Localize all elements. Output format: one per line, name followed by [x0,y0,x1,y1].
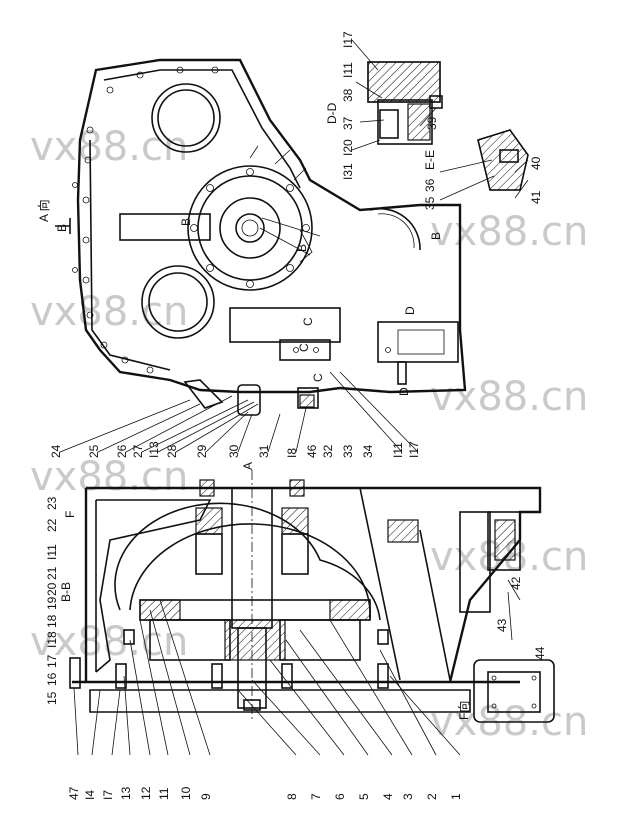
section-b-label-2: B [179,218,193,226]
dd-callout-i20: I20 [341,139,355,156]
callout-2: 2 [425,793,439,800]
callout-7: 7 [309,793,323,800]
callout-25: 25 [87,444,101,458]
bb-callout-20: 20 [45,582,59,596]
top-view-callouts: 24 25 26 27 I13 28 29 30 A 31 I8 46 32 3… [49,441,421,470]
section-d-label-2: D [397,387,411,396]
callout-i17: I17 [407,441,421,458]
right-leaders [507,579,521,641]
section-c-label-3: C [311,373,325,382]
callout-33: 33 [341,444,355,458]
callout-10: 10 [179,786,193,800]
section-c-label-1: C [301,317,315,326]
watermark-2: vx88.cn [430,209,588,255]
dd-callout-39: 39 [425,116,439,130]
callout-29: 29 [195,444,209,458]
bb-callout-18: 18 [45,614,59,628]
callout-12: 12 [139,786,153,800]
bb-callout-i11: I11 [45,544,59,560]
watermark-4: vx88.cn [430,374,588,420]
dd-callout-37: 37 [341,116,355,130]
ee-title: E-E [423,150,437,170]
callout-3: 3 [401,793,415,800]
callout-27: 27 [131,444,145,458]
detail-ee-labels: E-E 36 35 40 41 [423,150,543,210]
callout-a: A [241,462,255,470]
callout-28: 28 [165,444,179,458]
bb-callout-22: 22 [45,518,59,532]
section-d-label-1: D [403,306,417,315]
callout-44: 44 [533,646,547,660]
bb-callout-21: 21 [45,566,59,580]
callout-i8: I8 [285,448,299,458]
top-view-leaders [59,371,419,453]
ee-callout-36: 36 [423,178,437,192]
callout-i11: I11 [391,442,405,458]
top-view-housing [55,58,467,416]
callout-i4: I4 [83,790,97,800]
callout-43: 43 [495,618,509,632]
f-view: F向 [456,659,555,723]
section-bb-assembly [69,470,542,720]
dd-callout-i17: I17 [341,31,355,48]
callout-1: 1 [449,793,463,800]
watermark-5: vx88.cn [30,454,188,500]
callout-6: 6 [333,793,347,800]
bottom-leaders [73,599,461,756]
watermark-1: vx88.cn [30,124,188,170]
bb-callout-17: 17 [45,654,59,668]
callout-30: 30 [227,444,241,458]
ee-callout-41: 41 [529,190,543,204]
dd-callout-i31: I31 [341,163,355,180]
bb-callout-i18: I18 [45,631,59,648]
watermark-3: vx88.cn [30,289,188,335]
callout-5: 5 [357,793,371,800]
callout-24: 24 [49,444,63,458]
bb-callout-23: 23 [45,496,59,510]
bb-title: B-B [59,582,73,602]
ee-callout-35: 35 [423,196,437,210]
section-c-label-2: C [297,343,311,352]
callout-13: 13 [119,786,133,800]
right-callouts: 42 43 44 [495,576,547,660]
section-bb-labels: B-B F 15 16 17 I18 18 19 23 22 I11 21 20 [45,496,77,705]
callout-32: 32 [321,444,335,458]
callout-11: 11 [157,787,171,800]
dd-callout-i11: I11 [341,62,355,78]
dd-title: D-D [325,102,339,124]
callout-31: 31 [257,444,271,458]
callout-9: 9 [199,793,213,800]
top-view-labels: A 向 B B B B C C C D D [36,199,443,396]
bb-callout-16: 16 [45,672,59,686]
bb-callout-19: 19 [45,596,59,610]
a-view-label: A 向 [36,199,51,222]
ee-callout-40: 40 [529,156,543,170]
callout-34: 34 [361,444,375,458]
letter-f: F [63,511,77,518]
detail-dd [351,39,443,151]
callout-46: 46 [305,444,319,458]
watermarks: vx88.cn vx88.cn vx88.cn vx88.cn vx88.cn … [30,124,588,745]
callout-i13: I13 [147,441,161,458]
callout-8: 8 [285,793,299,800]
detail-ee [439,129,529,201]
section-b-label-3: B [295,244,309,252]
section-b-label-4: B [429,232,443,240]
section-b-label-1: B [55,224,69,232]
callout-26: 26 [115,444,129,458]
dd-callout-38: 38 [341,88,355,102]
detail-dd-labels: I17 I11 38 D-D 37 I20 I31 39 [325,31,439,180]
callout-4: 4 [381,793,395,800]
callout-47: 47 [67,786,81,800]
f-view-title: F向 [456,701,471,720]
bb-callout-15: 15 [45,691,59,705]
callout-i7: I7 [101,790,115,800]
bottom-callouts: 47 I4 I7 13 12 11 10 9 8 7 6 5 4 3 2 1 [67,786,463,800]
callout-42: 42 [509,576,523,590]
